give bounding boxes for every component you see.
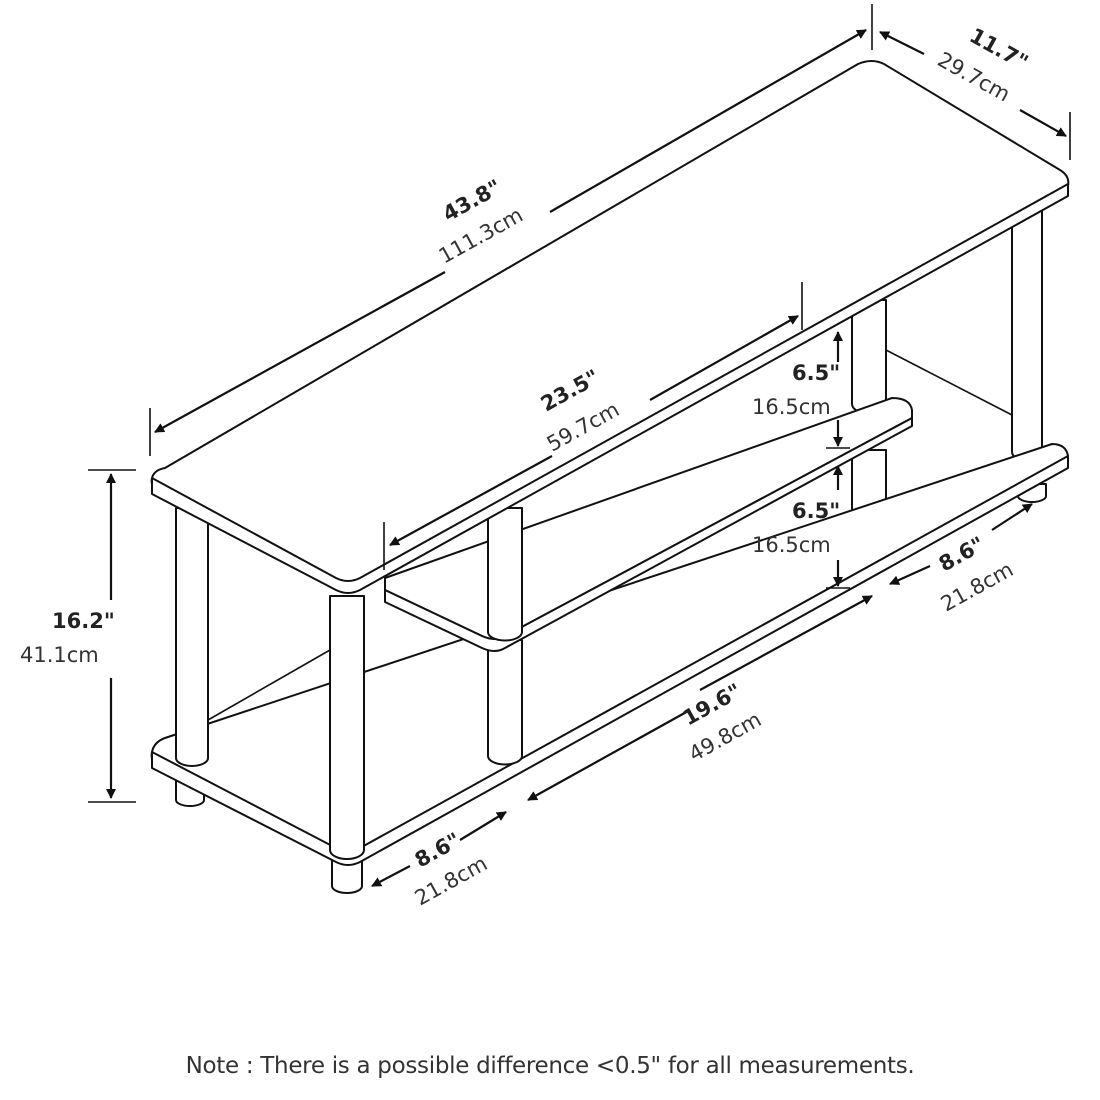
front-left-post (329, 595, 365, 860)
upper-clearance-inches-label: 6.5" (792, 361, 840, 385)
height-cm-label: 41.1cm (20, 643, 99, 667)
lower-clearance-cm-label: 16.5cm (752, 533, 831, 557)
top-shelf (150, 60, 1070, 594)
dim-lower-clearance: 6.5" 16.5cm (752, 465, 850, 589)
rear-right-post (1011, 199, 1043, 462)
dim-upper-clearance: 6.5" 16.5cm (752, 331, 850, 449)
height-inches-label: 16.2" (52, 609, 115, 633)
foot-front-left (331, 859, 363, 894)
lower-clearance-inches-label: 6.5" (792, 499, 840, 523)
back-left-post (175, 507, 209, 767)
measurement-tolerance-note: Note : There is a possible difference <0… (185, 1053, 915, 1079)
dim-height: 16.2" 41.1cm (20, 469, 136, 803)
middle-post-top (487, 507, 523, 642)
upper-clearance-cm-label: 16.5cm (752, 395, 831, 419)
middle-post-bottom (487, 639, 523, 766)
